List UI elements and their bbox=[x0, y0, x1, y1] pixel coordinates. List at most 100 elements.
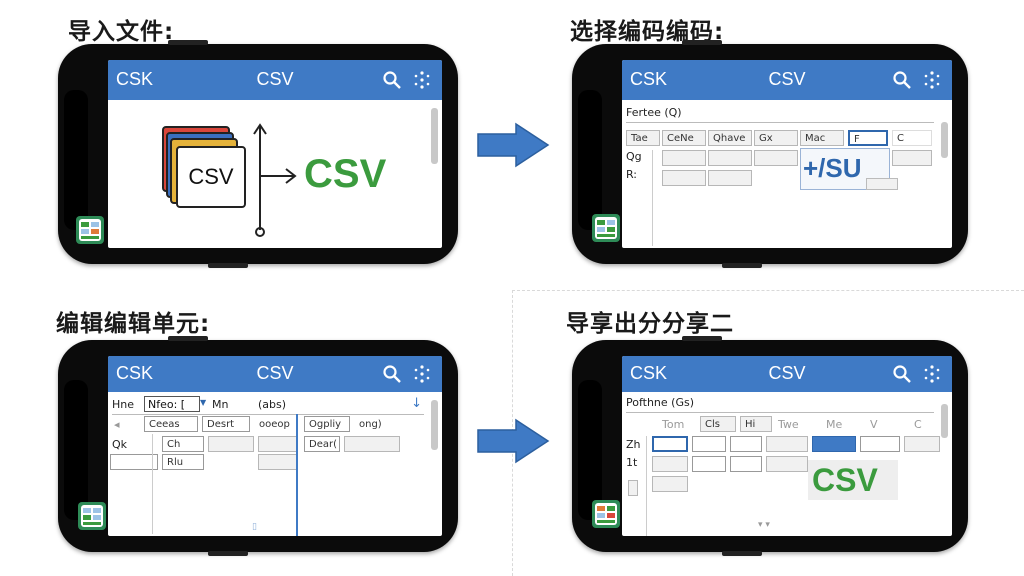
encoding-overlay-text: +/SU bbox=[803, 153, 862, 183]
more-icon[interactable] bbox=[922, 70, 942, 90]
cell-editor-input[interactable]: Nfeo: [ bbox=[144, 396, 200, 412]
search-icon[interactable] bbox=[892, 364, 912, 384]
table-cell[interactable] bbox=[730, 436, 762, 452]
row-label: Qg bbox=[626, 150, 642, 163]
menu-item[interactable]: ooeop bbox=[254, 416, 300, 432]
scrollbar[interactable] bbox=[431, 108, 438, 164]
table-cell[interactable] bbox=[904, 436, 940, 452]
csv-file-icon[interactable]: CSV bbox=[176, 146, 246, 208]
header-cell[interactable]: C bbox=[892, 130, 932, 146]
table-cell[interactable] bbox=[208, 436, 254, 452]
app-bar-title: CSV bbox=[768, 69, 806, 89]
table-cell[interactable] bbox=[708, 170, 752, 186]
caption-export: 导享出分分享二 bbox=[566, 311, 734, 337]
table-cell[interactable] bbox=[652, 476, 688, 492]
more-icon[interactable] bbox=[922, 364, 942, 384]
spreadsheet-app-icon[interactable] bbox=[78, 502, 106, 530]
app-bar-left-label: CSK bbox=[630, 69, 668, 89]
header-cell[interactable]: Me bbox=[826, 418, 843, 431]
row-label: Qk bbox=[112, 438, 128, 451]
scrollbar[interactable] bbox=[941, 122, 948, 158]
caption-edit: 编辑编辑单元: bbox=[56, 311, 211, 337]
header-cell[interactable]: C bbox=[914, 418, 922, 431]
table-cell[interactable] bbox=[708, 150, 752, 166]
trash-icon[interactable]: ▯ bbox=[252, 522, 257, 532]
toolbar-item[interactable]: Hne bbox=[112, 398, 135, 411]
toolbar-item[interactable]: Mn bbox=[212, 398, 229, 411]
table-cell-highlighted[interactable] bbox=[812, 436, 856, 452]
table-cell-selected[interactable] bbox=[652, 436, 688, 452]
caption-import: 导入文件: bbox=[68, 19, 175, 45]
table-cell[interactable] bbox=[258, 436, 298, 452]
table-cell[interactable] bbox=[652, 456, 688, 472]
row-label: 1t bbox=[626, 456, 638, 469]
spreadsheet-app-icon[interactable] bbox=[592, 500, 620, 528]
table-cell[interactable]: Ch bbox=[162, 436, 204, 452]
header-cell[interactable]: Mac bbox=[800, 130, 844, 146]
download-icon[interactable]: ↓ bbox=[411, 396, 422, 411]
left-arrow-icon[interactable]: ◂ bbox=[114, 418, 120, 431]
toolbar-item[interactable]: (abs) bbox=[258, 398, 287, 411]
phone-import: CSK CSV CSV CSV bbox=[58, 40, 458, 268]
header-cell[interactable]: Cls bbox=[700, 416, 736, 432]
column-resize-handle[interactable] bbox=[296, 414, 298, 536]
search-icon[interactable] bbox=[382, 364, 402, 384]
table-cell[interactable] bbox=[860, 436, 900, 452]
header-cell[interactable]: V bbox=[870, 418, 878, 431]
table-cell[interactable] bbox=[662, 170, 706, 186]
table-cell[interactable]: Rlu bbox=[162, 454, 204, 470]
header-cell-selected[interactable]: F bbox=[848, 130, 888, 146]
export-field-label: Pofthne (Gs) bbox=[626, 396, 695, 409]
search-icon[interactable] bbox=[892, 70, 912, 90]
header-cell[interactable]: Hi bbox=[740, 416, 772, 432]
header-cell[interactable]: Qhave bbox=[708, 130, 752, 146]
scrollbar[interactable] bbox=[941, 404, 948, 438]
spreadsheet-app-icon[interactable] bbox=[592, 214, 620, 242]
menu-item[interactable]: Ogpliy bbox=[304, 416, 350, 432]
menu-item[interactable]: Desrt bbox=[202, 416, 250, 432]
search-icon[interactable] bbox=[382, 70, 402, 90]
table-cell[interactable] bbox=[110, 454, 158, 470]
table-cell[interactable] bbox=[730, 456, 762, 472]
screen-import: CSK CSV CSV CSV bbox=[108, 60, 442, 248]
table-cell[interactable] bbox=[766, 436, 808, 452]
table-cell[interactable] bbox=[662, 150, 706, 166]
phone-encoding: CSK CSV Fertee (Q) Tae CeNe Qhave Gx Mac… bbox=[572, 40, 968, 268]
divider-horizontal bbox=[512, 290, 1024, 291]
csv-export-label: CSV bbox=[812, 462, 878, 498]
table-cell[interactable] bbox=[692, 436, 726, 452]
arrow-right-icon bbox=[477, 122, 550, 168]
scrollbar[interactable] bbox=[431, 400, 438, 450]
table-cell[interactable] bbox=[892, 150, 932, 166]
more-icon[interactable] bbox=[412, 364, 432, 384]
header-cell[interactable]: CeNe bbox=[662, 130, 706, 146]
table-cell[interactable] bbox=[692, 456, 726, 472]
spreadsheet-app-icon[interactable] bbox=[76, 216, 104, 244]
bottom-indicator: ▾ ▾ bbox=[758, 520, 770, 530]
phone-edit: CSK CSV Hne Nfeo: [ ▼ Mn (abs) ↓ ◂ Ceeas… bbox=[58, 336, 458, 556]
export-preview[interactable]: CSV bbox=[808, 460, 898, 500]
app-bar: CSK CSV bbox=[108, 356, 442, 392]
table-cell[interactable] bbox=[754, 150, 798, 166]
table-cell[interactable] bbox=[258, 454, 298, 470]
table-cell[interactable] bbox=[766, 456, 808, 472]
app-bar-left-label: CSK bbox=[116, 69, 154, 89]
menu-item[interactable]: ong) bbox=[354, 416, 398, 432]
row-label: R: bbox=[626, 168, 638, 181]
header-cell[interactable]: Gx bbox=[754, 130, 798, 146]
dropdown-arrow-icon[interactable]: ▼ bbox=[200, 398, 207, 407]
header-cell[interactable]: Twe bbox=[778, 418, 799, 431]
phone-export: CSK CSV Pofthne (Gs) Tom Cls Hi Twe Me V… bbox=[572, 336, 968, 556]
more-icon[interactable] bbox=[412, 70, 432, 90]
table-cell-editing[interactable]: Dear( bbox=[304, 436, 340, 452]
table-cell[interactable] bbox=[628, 480, 638, 496]
screen-export: CSK CSV Pofthne (Gs) Tom Cls Hi Twe Me V… bbox=[622, 356, 952, 536]
phone-notch bbox=[64, 90, 88, 230]
app-bar: CSK CSV bbox=[622, 356, 952, 392]
header-cell[interactable]: Tom bbox=[662, 418, 685, 431]
header-cell[interactable]: Tae bbox=[626, 130, 660, 146]
row-label: Zh bbox=[626, 438, 641, 451]
table-cell[interactable] bbox=[344, 436, 400, 452]
menu-item[interactable]: Ceeas bbox=[144, 416, 198, 432]
phone-notch bbox=[64, 380, 88, 520]
